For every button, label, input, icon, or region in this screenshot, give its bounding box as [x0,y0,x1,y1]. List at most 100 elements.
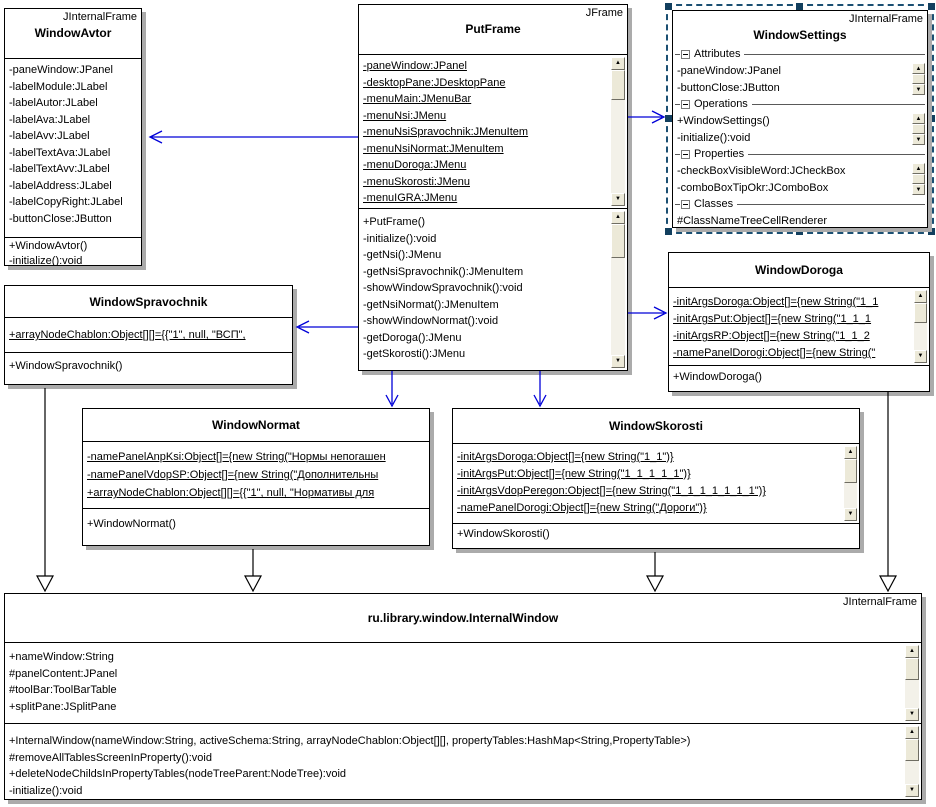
scrollbar-track[interactable] [905,761,919,784]
scrollbar-thumb[interactable] [912,174,925,184]
class-box-windowdoroga[interactable]: WindowDoroga ▲ ▼ -initArgsDoroga:Object[… [668,252,930,392]
dependency-putframe-to-windowavtor[interactable] [148,130,358,144]
class-box-windownormat[interactable]: WindowNormat -namePanelAnpKsi:Object[]={… [82,408,430,546]
scrollbar[interactable]: ▲ ▼ [611,211,625,368]
methods-section: +WindowSpravochnik() [5,352,292,384]
scrollbar-track[interactable] [914,323,927,350]
attribute-row: -labelAutor:JLabel [9,97,98,109]
selection-handle[interactable] [928,3,935,10]
attribute-row: -initArgsVdopPeregon:Object[]={new Strin… [457,485,766,497]
generalization-windowspravochnik-to-internalwindow[interactable] [36,388,54,593]
collapse-icon[interactable] [681,99,690,109]
scrollbar[interactable]: ▲ ▼ [905,645,919,721]
scrollbar[interactable]: ▲ ▼ [844,446,857,521]
selection-handle[interactable] [665,228,672,235]
selection-handle[interactable] [928,228,935,235]
scroll-up-icon[interactable]: ▲ [912,163,925,174]
scroll-down-icon[interactable]: ▼ [611,355,625,368]
scroll-down-icon[interactable]: ▼ [905,784,919,797]
selection-handle[interactable] [665,115,672,122]
collapse-icon[interactable] [681,49,690,59]
scrollbar-thumb[interactable] [912,74,925,84]
group-operations-header[interactable]: Operations [673,96,927,112]
dependency-putframe-to-windowskorosti[interactable] [533,371,547,408]
scrollbar[interactable]: ▲ ▼ [914,290,927,363]
generalization-windowdoroga-to-internalwindow[interactable] [879,392,897,593]
scrollbar-thumb[interactable] [905,739,919,761]
class-header: JFrame PutFrame [359,5,627,55]
attributes-section: ▲ ▼ +nameWindow:String#panelContent:JPan… [5,643,921,723]
selection-handle[interactable] [928,115,935,122]
scroll-up-icon[interactable]: ▲ [912,63,925,74]
class-box-windowavtor[interactable]: JInternalFrame WindowAvtor -paneWindow:J… [4,8,142,266]
group-rule [737,203,925,205]
method-row: +WindowSkorosti() [457,528,550,540]
dependency-putframe-to-windownormat[interactable] [385,371,399,408]
property-row: -checkBoxVisibleWord:JCheckBox [677,165,846,177]
group-attributes-header[interactable]: Attributes [673,46,927,62]
class-box-windowskorosti[interactable]: WindowSkorosti ▲ ▼ -initArgsDoroga:Objec… [452,408,860,549]
class-box-putframe[interactable]: JFrame PutFrame ▲ ▼ -paneWindow:JPanel-d… [358,4,628,371]
group-rule [675,153,680,155]
attribute-row: -desktopPane:JDesktopPane [363,76,506,89]
scroll-up-icon[interactable]: ▲ [914,290,927,303]
attribute-row: -buttonClose:JButton [9,212,112,225]
scroll-down-icon[interactable]: ▼ [914,350,927,363]
attribute-row: -menuNsi:JMenu [363,109,447,122]
attribute-row: +splitPane:JSplitPane [9,700,117,713]
scroll-down-icon[interactable]: ▼ [912,84,925,95]
class-title: WindowSettings [753,28,847,42]
attribute-row: -initArgsPut:Object[]={new String("1_1_1… [457,468,691,480]
attribute-row: +arrayNodeChablon:Object[][]={{"1", null… [87,487,375,499]
generalization-windowskorosti-to-internalwindow[interactable] [646,552,664,593]
mini-scrollbar[interactable]: ▲ ▼ [912,163,925,195]
selection-handle[interactable] [796,228,803,235]
class-box-internalwindow[interactable]: JInternalFrame ru.library.window.Interna… [4,593,922,800]
collapse-icon[interactable] [681,149,690,159]
dependency-putframe-to-windowspravochnik[interactable] [295,320,358,334]
scroll-up-icon[interactable]: ▲ [611,211,625,224]
class-box-windowspravochnik[interactable]: WindowSpravochnik +arrayNodeChablon:Obje… [4,285,293,385]
scrollbar-track[interactable] [611,258,625,355]
scroll-up-icon[interactable]: ▲ [844,446,857,459]
scrollbar[interactable]: ▲ ▼ [611,57,625,206]
class-title: WindowAvtor [34,26,112,40]
mini-scrollbar[interactable]: ▲ ▼ [912,63,925,95]
method-row: +WindowSpravochnik() [9,360,123,372]
group-classes-header[interactable]: Classes [673,196,927,212]
selection-handle[interactable] [796,3,803,10]
method-row: -initialize():void [9,254,83,267]
dependency-putframe-to-windowsettings[interactable] [628,110,666,124]
scrollbar-thumb[interactable] [905,658,919,680]
selection-handle[interactable] [665,3,672,10]
generalization-windownormat-to-internalwindow[interactable] [244,549,262,593]
scroll-down-icon[interactable]: ▼ [905,708,919,721]
scrollbar-thumb[interactable] [914,303,927,323]
scrollbar-thumb[interactable] [611,70,625,100]
selection-rectangle[interactable] [665,3,935,235]
collapse-icon[interactable] [681,199,690,209]
scrollbar-track[interactable] [844,483,857,508]
method-row: -getNsi():JMenu [363,249,442,261]
properties-items: ▲ ▼ -checkBoxVisibleWord:JCheckBox-combo… [673,162,927,196]
class-title: WindowSpravochnik [89,294,208,309]
scroll-up-icon[interactable]: ▲ [905,645,919,658]
scroll-down-icon[interactable]: ▼ [912,184,925,195]
scroll-down-icon[interactable]: ▼ [611,193,625,206]
scrollbar[interactable]: ▲ ▼ [905,726,919,797]
dependency-putframe-to-windowdoroga[interactable] [628,306,668,320]
scroll-up-icon[interactable]: ▲ [912,113,925,124]
group-properties-header[interactable]: Properties [673,146,927,162]
scroll-up-icon[interactable]: ▲ [905,726,919,739]
scroll-down-icon[interactable]: ▼ [844,508,857,521]
scrollbar-track[interactable] [611,100,625,193]
methods-section: ▲ ▼ +InternalWindow(nameWindow:String, a… [5,723,921,799]
class-box-windowsettings[interactable]: JInternalFrame WindowSettings Attributes… [672,10,928,228]
scroll-down-icon[interactable]: ▼ [912,134,925,145]
scrollbar-thumb[interactable] [912,124,925,134]
scrollbar-thumb[interactable] [611,224,625,258]
scrollbar-track[interactable] [905,680,919,708]
scrollbar-thumb[interactable] [844,459,857,483]
scroll-up-icon[interactable]: ▲ [611,57,625,70]
mini-scrollbar[interactable]: ▲ ▼ [912,113,925,145]
